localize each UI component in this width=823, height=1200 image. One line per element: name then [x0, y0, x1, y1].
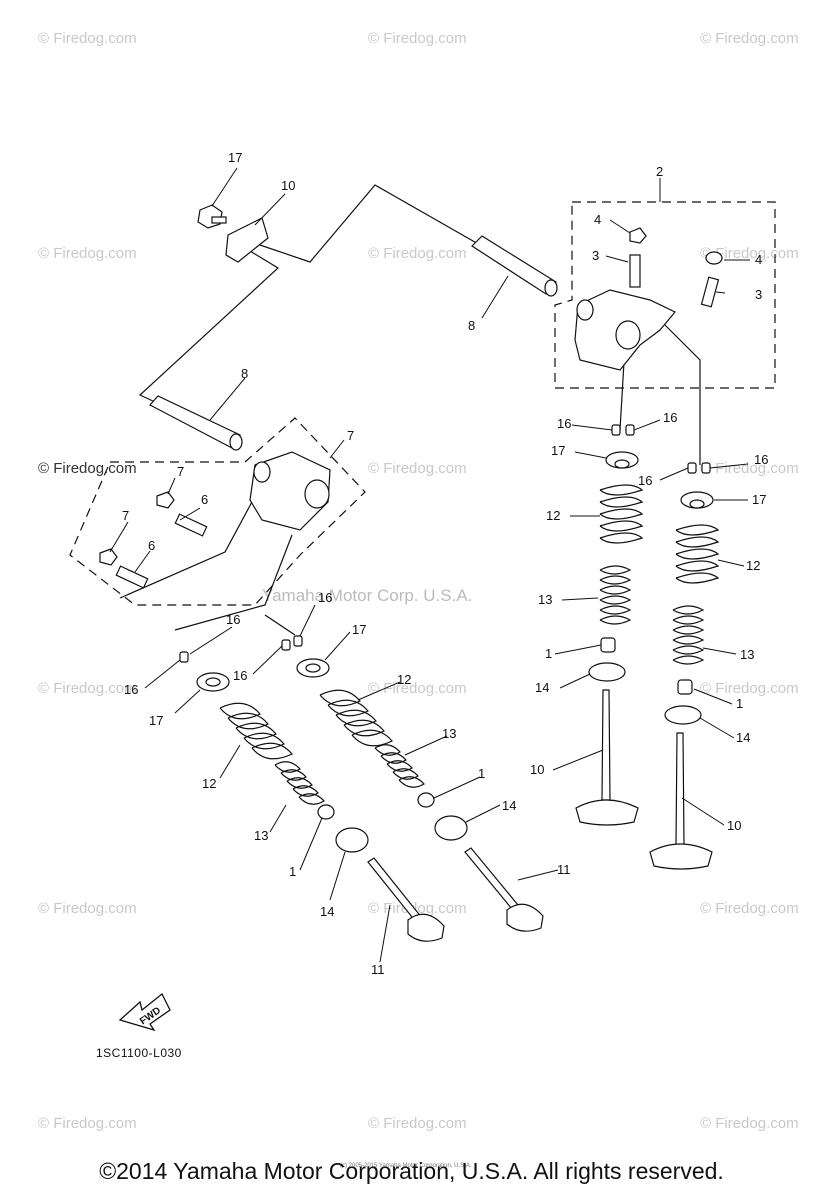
callout-14: 14 [535, 680, 550, 695]
valve-parts-right [575, 451, 720, 870]
watermark-center: Yamaha Motor Corp. U.S.A. [262, 586, 473, 605]
diagram-code: 1SC1100-L030 [96, 1046, 182, 1060]
callout-13: 13 [740, 647, 755, 662]
connector-line [174, 534, 293, 631]
connector-line [259, 184, 481, 263]
callout-8: 8 [241, 366, 249, 381]
watermark: © Firedog.com [38, 460, 137, 477]
callout-13: 13 [254, 828, 269, 843]
rocker-arm-5 [99, 451, 331, 589]
callout-10: 10 [530, 762, 545, 777]
bolt-16 [197, 204, 227, 229]
forward-direction-icon [118, 992, 171, 1032]
callout-14: 14 [736, 730, 751, 745]
connector-line [264, 614, 296, 636]
callout-15: 16 [318, 590, 333, 605]
watermark: © Firedog.com [38, 900, 137, 917]
callout-1: 1 [478, 766, 486, 781]
watermark: © Firedog.com [368, 900, 467, 917]
callout-3: 3 [592, 248, 600, 263]
callout-17: 17 [352, 622, 367, 637]
rocker-arm-assembly-box-2 [554, 201, 776, 389]
callout-1: 1 [736, 696, 744, 711]
watermark: © Firedog.com [38, 1115, 137, 1132]
callout-4: 4 [594, 212, 602, 227]
callout-1: 1 [545, 646, 553, 661]
callout-11: 11 [557, 862, 571, 877]
callout-3: 3 [755, 287, 763, 302]
callout-2: 2 [656, 164, 664, 179]
callout-15: 16 [124, 682, 139, 697]
callout-4: 4 [755, 252, 763, 267]
watermark: © Firedog.com [700, 245, 799, 262]
fine-print: (c) 2005-2015 Yamaha Motor Corporation, … [340, 1163, 472, 1169]
callout-11: 11 [371, 962, 385, 977]
callout-15: 16 [663, 410, 678, 425]
callout-12: 12 [397, 672, 412, 687]
watermark: © Firedog.com [368, 460, 467, 477]
connector-line [119, 499, 254, 599]
callout-5: 7 [347, 428, 355, 443]
callout-6: 6 [201, 492, 209, 507]
copyright-caption: ©2014 Yamaha Motor Corporation, U.S.A. A… [99, 1158, 724, 1184]
callout-6: 6 [148, 538, 156, 553]
callout-15: 16 [638, 473, 653, 488]
callout-14: 14 [502, 798, 517, 813]
watermark: © Firedog.com [38, 245, 137, 262]
rocker-arm-2 [574, 227, 723, 371]
callout-14: 14 [320, 904, 335, 919]
watermark: © Firedog.com [368, 30, 467, 47]
callout-9: 10 [281, 178, 296, 193]
watermark: © Firedog.com [368, 680, 467, 697]
callout-10: 10 [727, 818, 742, 833]
callout-8: 8 [468, 318, 476, 333]
callout-15: 16 [557, 416, 572, 431]
callout-17: 17 [752, 492, 767, 507]
callout-13: 13 [442, 726, 457, 741]
connector-line [664, 324, 701, 465]
callout-15: 16 [233, 668, 248, 683]
watermark: © Firedog.com [368, 245, 467, 262]
connector-line [138, 244, 279, 403]
watermark: © Firedog.com [38, 680, 137, 697]
watermark: © Firedog.com [700, 460, 799, 477]
watermark: © Firedog.com [700, 680, 799, 697]
callout-17: 17 [551, 443, 566, 458]
callout-13: 13 [538, 592, 553, 607]
callout-7: 7 [122, 508, 130, 523]
watermark: © Firedog.com [700, 30, 799, 47]
rocker-shaft-8-upper [471, 235, 558, 297]
callout-17: 17 [149, 713, 164, 728]
watermark: © Firedog.com [38, 30, 137, 47]
rocker-arm-assembly-box-5 [69, 417, 366, 606]
callout-16: 17 [228, 150, 243, 165]
watermark: © Firedog.com [700, 1115, 799, 1132]
watermark: © Firedog.com [368, 1115, 467, 1132]
valve-parts-left [196, 658, 544, 942]
callout-1: 1 [289, 864, 297, 879]
rocker-shaft-8-lower [149, 395, 243, 451]
callout-7: 7 [177, 464, 185, 479]
callout-12: 12 [202, 776, 217, 791]
callout-12: 12 [546, 508, 561, 523]
callout-15: 16 [226, 612, 241, 627]
valve-cotters-15 [179, 424, 711, 663]
callout-leaders [109, 167, 750, 963]
watermark: © Firedog.com [700, 900, 799, 917]
plate-9 [225, 217, 269, 263]
callout-12: 12 [746, 558, 761, 573]
callout-15: 16 [754, 452, 769, 467]
